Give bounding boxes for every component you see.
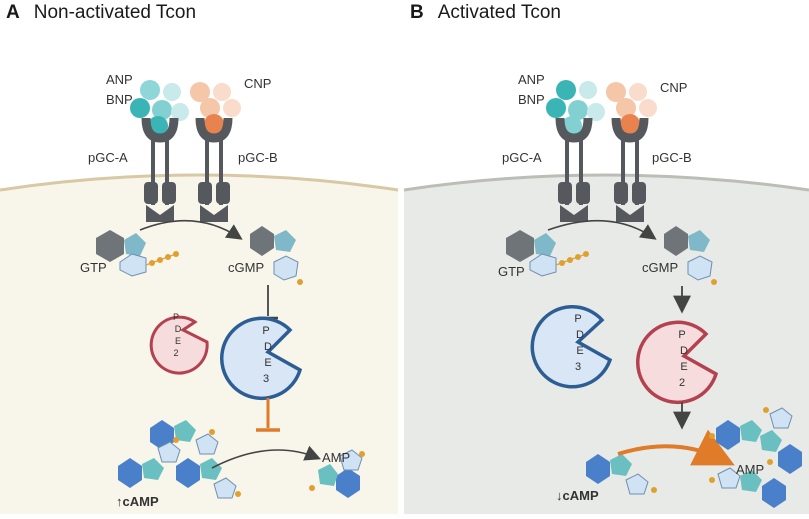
gtp-molecule-b <box>506 230 589 277</box>
bnp-label-a: BNP <box>106 92 133 107</box>
gtp-label-b: GTP <box>498 264 525 279</box>
cnp-cluster-a <box>190 82 241 134</box>
panel-heading-b: Activated Tcon <box>437 2 561 23</box>
panel-title-a: A Non-activated Tcon <box>6 2 196 24</box>
panel-heading-a: Non-activated Tcon <box>33 2 197 23</box>
pde3-p-a: P <box>262 325 269 337</box>
pde3-enzyme-b <box>530 305 613 389</box>
amp-molecules-b <box>709 407 802 508</box>
panel-letter-b: B <box>410 2 424 23</box>
amp-label-a: AMP <box>322 450 350 465</box>
receptor-pgcb-a <box>195 117 233 222</box>
pde2-enzyme-b <box>636 320 719 405</box>
pde3-d-a: D <box>264 341 272 353</box>
cgmp-molecule-a <box>250 226 303 285</box>
pde2-e-a: E <box>175 336 181 346</box>
gtp-label-a: GTP <box>80 260 107 275</box>
pde2-2-b: 2 <box>679 377 685 389</box>
anp-bnp-cluster-b <box>546 80 605 136</box>
pde3-3-a: 3 <box>263 373 269 385</box>
receptor-pgcb-b <box>611 117 649 222</box>
anp-label-a: ANP <box>106 72 133 87</box>
panel-title-b: B Activated Tcon <box>410 2 561 24</box>
cnp-label-a: CNP <box>244 76 271 91</box>
pde2-2-a: 2 <box>173 348 178 358</box>
camp-molecule-b <box>586 454 657 495</box>
receptor-pgca-a <box>141 117 179 222</box>
anp-label-b: ANP <box>518 72 545 87</box>
cnp-label-b: CNP <box>660 80 687 95</box>
amp-label-b: AMP <box>736 462 764 477</box>
pde3-d-b: D <box>576 329 584 341</box>
gtp-to-cgmp-arrow-a <box>139 219 243 240</box>
gtp-to-cgmp-arrow-b <box>547 219 657 240</box>
gtp-molecule-a <box>96 230 179 277</box>
panel-a: ANP BNP CNP pGC-A pGC-B GTP <box>0 72 399 514</box>
pde3-e-a: E <box>264 357 271 369</box>
pde3-e-b: E <box>576 345 583 357</box>
pgcb-label-b: pGC-B <box>652 150 692 165</box>
camp-label-a: ↑cAMP <box>116 494 159 509</box>
pgca-label-b: pGC-A <box>502 150 542 165</box>
cgmp-molecule-b <box>664 226 717 285</box>
camp-label-b: ↓cAMP <box>556 488 599 503</box>
cgmp-label-a: cGMP <box>228 260 264 275</box>
cnp-cluster-b <box>606 82 657 134</box>
panel-b: ANP BNP CNP pGC-A pGC-B GTP cGMP <box>403 72 809 514</box>
pgcb-label-a: pGC-B <box>238 150 278 165</box>
pde2-p-a: P <box>173 312 179 322</box>
anp-bnp-cluster-a <box>130 80 189 136</box>
panel-letter-a: A <box>6 2 20 23</box>
pde2-d-b: D <box>680 345 688 357</box>
camp-molecules-a <box>118 420 241 499</box>
pde3-p-b: P <box>574 313 581 325</box>
pde2-e-b: E <box>680 361 687 373</box>
amp-molecule-a <box>309 449 365 498</box>
pgca-label-a: pGC-A <box>88 150 128 165</box>
cell-membrane-a <box>0 173 399 192</box>
cgmp-label-b: cGMP <box>642 260 678 275</box>
pde2-enzyme-a <box>149 315 209 375</box>
receptor-pgca-b <box>555 117 593 222</box>
cell-membrane-b <box>403 173 809 192</box>
pde3-enzyme-a <box>220 316 303 401</box>
pde3-3-b: 3 <box>575 361 581 373</box>
pde2-d-a: D <box>175 324 182 334</box>
camp-to-amp-arrow-b <box>617 429 735 466</box>
pde2-p-b: P <box>678 329 685 341</box>
bnp-label-b: BNP <box>518 92 545 107</box>
camp-to-amp-arrow-a <box>211 445 321 469</box>
